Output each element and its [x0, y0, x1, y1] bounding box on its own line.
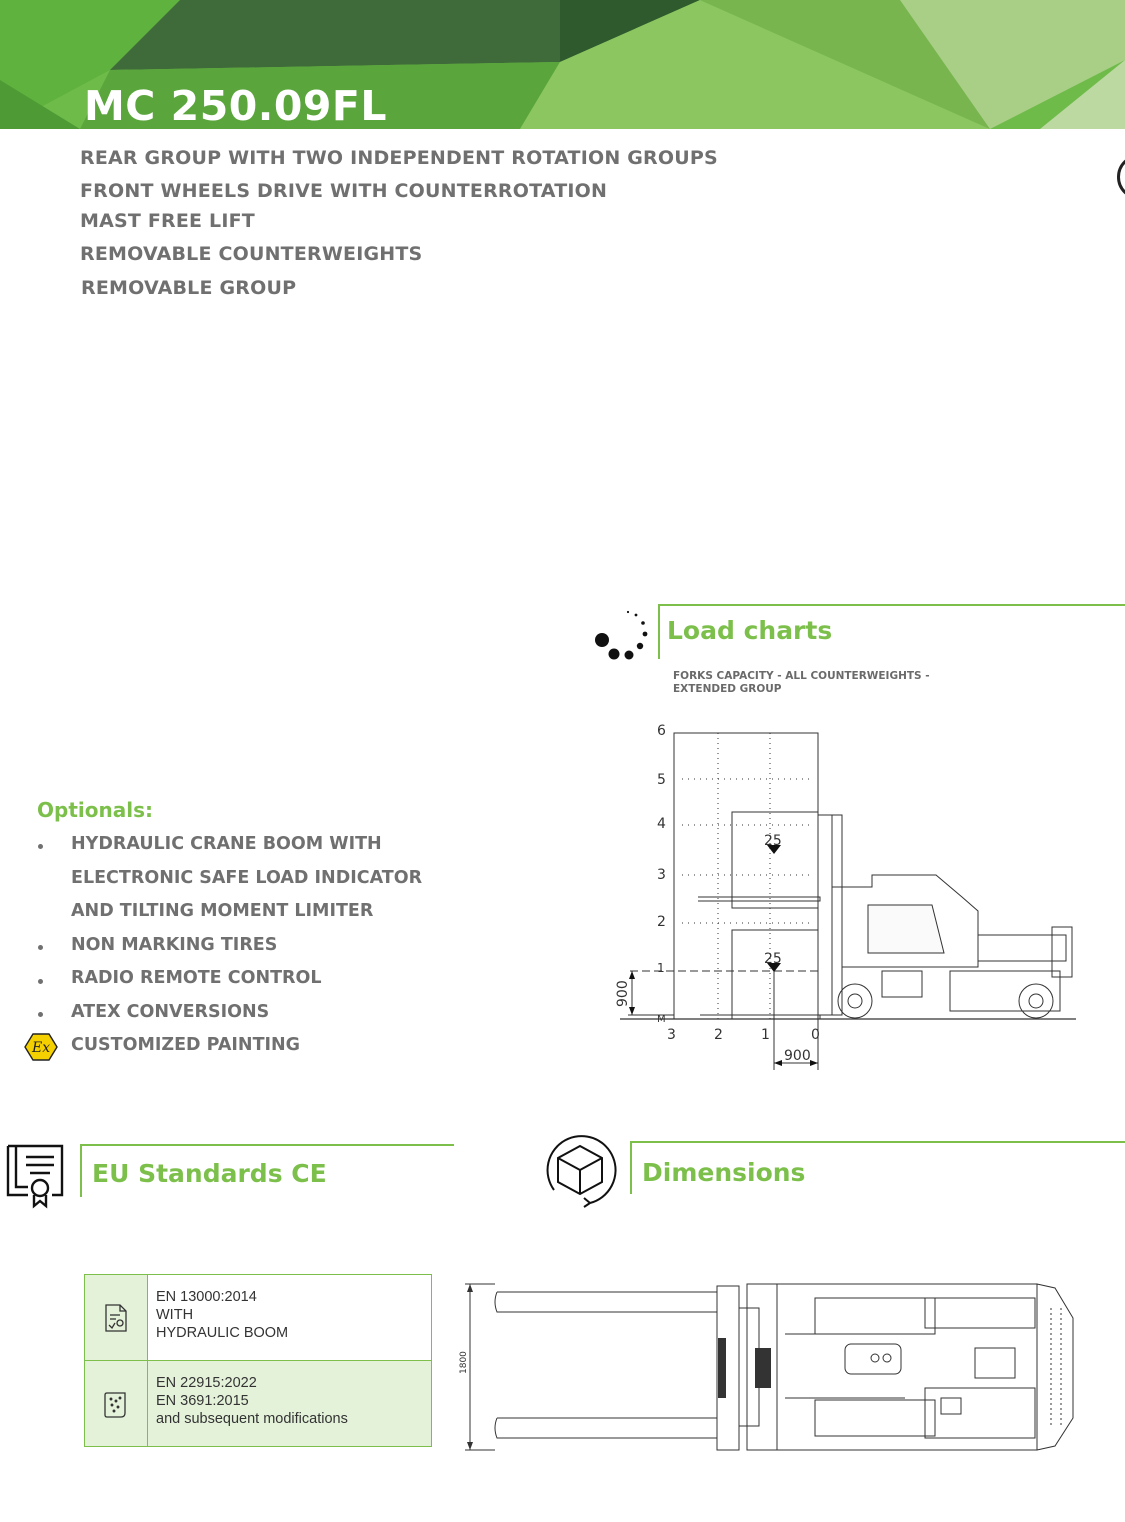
bullet	[38, 945, 43, 950]
partial-circle-icon	[1117, 154, 1125, 200]
standard-line: EN 22915:2022	[156, 1375, 257, 1391]
atex-label: Ex	[31, 1040, 50, 1056]
bullet	[38, 979, 43, 984]
bullet	[38, 1012, 43, 1017]
y-tick-label: 5	[657, 772, 666, 788]
scroll-icon	[85, 1361, 148, 1446]
optional-item: AND TILTING MOMENT LIMITER	[71, 901, 374, 921]
dimensions-title: Dimensions	[642, 1158, 806, 1187]
feature-item: REMOVABLE COUNTERWEIGHTS	[80, 243, 423, 265]
section-rule	[80, 1144, 454, 1146]
y-tick-label: 1	[657, 961, 665, 975]
load-chart-diagram: 6 5 4 3 2 1 M 3 2 1 0 25 25 900 900	[615, 723, 1076, 1070]
y-tick-label: 2	[657, 914, 666, 930]
standards-table: EN 13000:2014 WITH HYDRAULIC BOOM EN 229…	[84, 1274, 432, 1447]
x-tick-label: 1	[761, 1027, 770, 1043]
table-row: EN 22915:2022 EN 3691:2015 and subsequen…	[85, 1360, 431, 1446]
section-rule	[80, 1144, 82, 1197]
width-dimension-label: 1800	[459, 1351, 469, 1374]
polygon-banner-graphic	[0, 0, 1125, 129]
optional-item: ELECTRONIC SAFE LOAD INDICATOR	[71, 868, 423, 888]
section-rule	[658, 604, 660, 659]
section-rule	[630, 1141, 1125, 1143]
feature-item: REMOVABLE GROUP	[81, 277, 297, 299]
atex-ex-icon: Ex	[24, 1033, 58, 1061]
x-tick-label: 2	[714, 1027, 723, 1043]
feature-item: FRONT WHEELS DRIVE WITH COUNTERROTATION	[80, 180, 608, 202]
y-tick-label: 4	[657, 816, 666, 832]
standard-line: EN 3691:2015	[156, 1393, 249, 1409]
bullet	[38, 844, 43, 849]
x-tick-label: 3	[667, 1027, 676, 1043]
feature-item: MAST FREE LIFT	[80, 210, 255, 232]
header-banner	[0, 0, 1125, 129]
eu-standards-title: EU Standards CE	[92, 1159, 327, 1188]
capacity-label: 25	[764, 951, 782, 967]
y-tick-label: M	[657, 1014, 666, 1025]
standard-line: WITH	[156, 1307, 194, 1323]
standard-line: and subsequent modifications	[156, 1411, 348, 1427]
optional-item: RADIO REMOTE CONTROL	[71, 968, 322, 988]
optional-item: CUSTOMIZED PAINTING	[71, 1035, 301, 1055]
optional-item: ATEX CONVERSIONS	[71, 1002, 270, 1022]
x-tick-label: 0	[811, 1027, 820, 1043]
table-row: EN 13000:2014 WITH HYDRAULIC BOOM	[85, 1275, 431, 1360]
optional-item: NON MARKING TIRES	[71, 935, 278, 955]
dots-loading-icon	[595, 610, 648, 660]
section-rule	[630, 1141, 632, 1194]
dimension-label: 900	[615, 980, 631, 1007]
section-rule	[658, 604, 1125, 606]
top-view-dimension-drawing: 1800	[459, 1283, 1074, 1451]
load-charts-title: Load charts	[667, 616, 833, 645]
standard-line: HYDRAULIC BOOM	[156, 1325, 289, 1341]
load-charts-subtitle: FORKS CAPACITY - ALL COUNTERWEIGHTS - EX…	[673, 670, 930, 695]
feature-item: REAR GROUP WITH TWO INDEPENDENT ROTATION…	[80, 147, 718, 169]
dimension-label: 900	[784, 1048, 811, 1064]
optionals-title: Optionals:	[37, 798, 153, 822]
capacity-label: 25	[764, 833, 782, 849]
y-tick-label: 3	[657, 867, 666, 883]
y-tick-label: 6	[657, 723, 666, 739]
cube-rotate-icon	[546, 1135, 617, 1208]
document-check-icon	[85, 1275, 148, 1360]
certificate-icon	[6, 1144, 64, 1209]
optional-item: HYDRAULIC CRANE BOOM WITH	[71, 834, 382, 854]
page-title: MC 250.09FL	[84, 82, 388, 130]
standard-line: EN 13000:2014	[156, 1289, 257, 1305]
